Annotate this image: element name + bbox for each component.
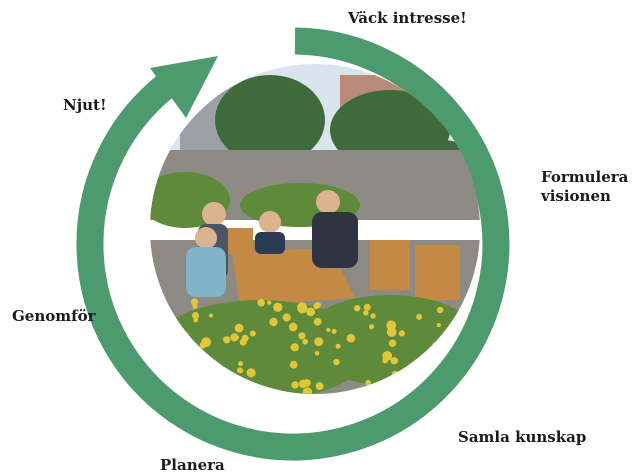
flower-dot xyxy=(346,333,356,343)
flower-dot xyxy=(331,328,337,334)
flower-dot xyxy=(202,381,211,390)
flower-dot xyxy=(273,302,283,312)
flower-dot xyxy=(192,312,199,319)
step-label-formulera-visionen: Formulera visionen xyxy=(541,168,628,206)
flower-dot xyxy=(363,303,371,311)
step-label-formulera-line-1: Formulera xyxy=(541,168,629,186)
flower-dot xyxy=(191,385,197,391)
flower-dot xyxy=(388,339,397,347)
flower-dot xyxy=(298,332,306,340)
flower-dot xyxy=(174,327,181,334)
cycle-arrow-head xyxy=(150,56,218,118)
flower-dot xyxy=(190,298,199,306)
flower-dot xyxy=(249,330,256,337)
flower-dot xyxy=(289,360,298,369)
flower-dot xyxy=(189,379,198,388)
flower-dot xyxy=(193,317,199,323)
flower-dot xyxy=(402,383,410,391)
flower-dot xyxy=(302,338,309,345)
step-label-planera: Planera xyxy=(160,456,225,474)
flower-dot xyxy=(333,358,340,366)
flower-dot xyxy=(416,377,422,383)
flower-dot xyxy=(291,381,299,389)
flower-dot xyxy=(432,342,438,348)
flower-dot xyxy=(382,351,393,361)
flower-dot xyxy=(238,361,243,367)
cycle-ring xyxy=(76,27,510,461)
flower-dot xyxy=(269,317,278,327)
step-label-formulera-line-2: visionen xyxy=(541,187,611,205)
flower-dot xyxy=(313,303,320,310)
flower-dot xyxy=(223,336,231,344)
flower-dot xyxy=(288,322,298,332)
flower-dot xyxy=(314,337,324,347)
flower-dot xyxy=(169,368,176,376)
step-label-samla-kunskap: Samla kunskap xyxy=(458,428,587,446)
step-label-njut: Njut! xyxy=(63,96,107,114)
flower-dot xyxy=(416,313,423,320)
flower-dot xyxy=(267,300,272,305)
flower-dot xyxy=(370,313,376,319)
flower-dot xyxy=(453,327,460,335)
flower-dot xyxy=(313,317,322,326)
flower-dot xyxy=(290,343,299,352)
flower-dot xyxy=(212,363,221,372)
flower-dot xyxy=(180,384,190,394)
flower-dot xyxy=(436,323,441,328)
flower-dot xyxy=(282,313,291,322)
flower-dot xyxy=(234,323,244,333)
flower-dot xyxy=(213,383,222,392)
flower-dot xyxy=(209,313,213,318)
flower-dot xyxy=(182,331,189,339)
flower-dot xyxy=(199,342,206,349)
flower-dot xyxy=(297,302,307,313)
flower-dot xyxy=(175,348,182,354)
flower-dot xyxy=(326,327,331,332)
flower-dot xyxy=(436,306,444,314)
flower-dot xyxy=(398,330,405,337)
flower-dot xyxy=(241,334,249,342)
flower-dot xyxy=(391,370,399,378)
flower-dot xyxy=(192,303,198,310)
step-label-genomfor: Genomför xyxy=(12,307,96,325)
step-label-vack-intresse: Väck intresse! xyxy=(348,9,467,27)
flower-dot xyxy=(203,364,213,374)
flower-dot xyxy=(335,343,341,349)
flower-dot xyxy=(365,379,371,386)
flower-dot xyxy=(168,330,176,339)
flower-dot xyxy=(315,382,324,391)
flower-dot xyxy=(386,327,397,337)
flower-dot xyxy=(299,379,308,388)
flower-dot xyxy=(438,346,446,354)
flower-dot xyxy=(234,335,240,340)
flower-dot xyxy=(354,305,361,312)
flower-dot xyxy=(390,357,398,365)
flower-dot xyxy=(306,307,316,317)
flower-dot xyxy=(302,387,313,394)
flower-dot xyxy=(314,351,320,356)
flower-dot xyxy=(246,368,256,378)
flower-dot xyxy=(363,310,369,316)
flower-dot xyxy=(236,367,243,374)
flower-dot xyxy=(369,324,375,330)
flower-dot xyxy=(257,299,266,307)
